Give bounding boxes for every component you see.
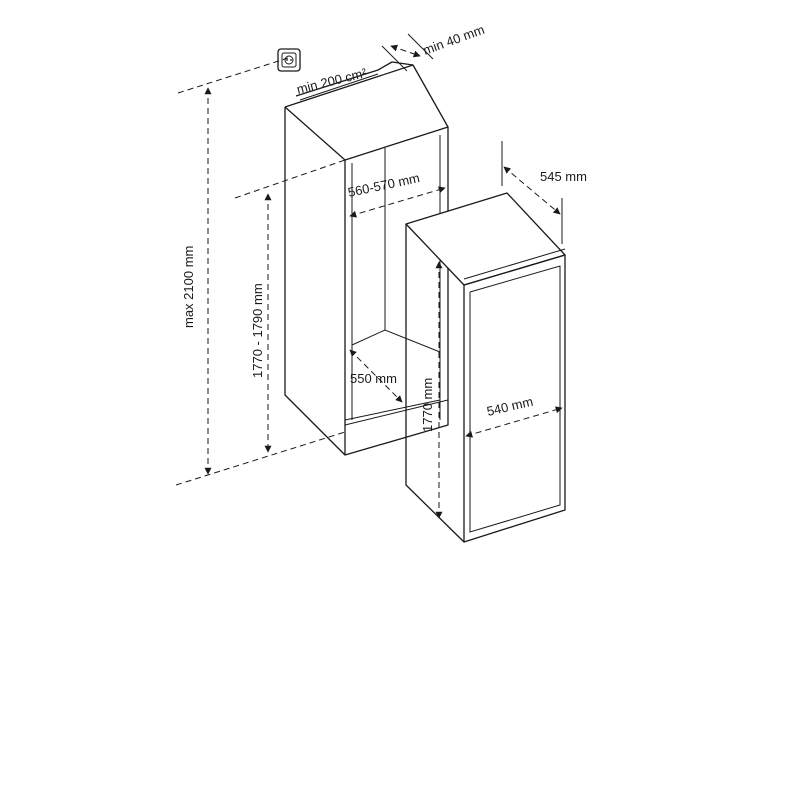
dimension-appliance-height: 1770 mm [420, 261, 443, 519]
niche-cabinet [284, 61, 449, 456]
top-gap-label: min 40 mm [421, 22, 487, 58]
dimension-appliance-width: 540 mm [465, 394, 563, 438]
max-height-label: max 2100 mm [181, 246, 196, 328]
dimension-top-gap: min 40 mm [381, 22, 487, 72]
niche-width-label: 560-570 mm [347, 170, 422, 200]
dimension-niche-depth: 550 mm [349, 349, 403, 403]
appliance-depth-label: 545 mm [540, 169, 587, 184]
dimension-max-height: max 2100 mm [181, 87, 212, 475]
appliance-height-label: 1770 mm [420, 378, 435, 432]
power-socket-icon [277, 48, 301, 72]
appliance-fridge [405, 192, 566, 543]
dimension-niche-width: 560-570 mm [347, 170, 446, 218]
dimension-niche-height: 1770 - 1790 mm [250, 193, 272, 453]
dimension-appliance-depth: 545 mm [501, 141, 587, 244]
niche-height-label: 1770 - 1790 mm [250, 283, 265, 378]
reference-lines [175, 57, 346, 486]
niche-depth-label: 550 mm [350, 371, 397, 386]
appliance-width-label: 540 mm [485, 394, 534, 419]
